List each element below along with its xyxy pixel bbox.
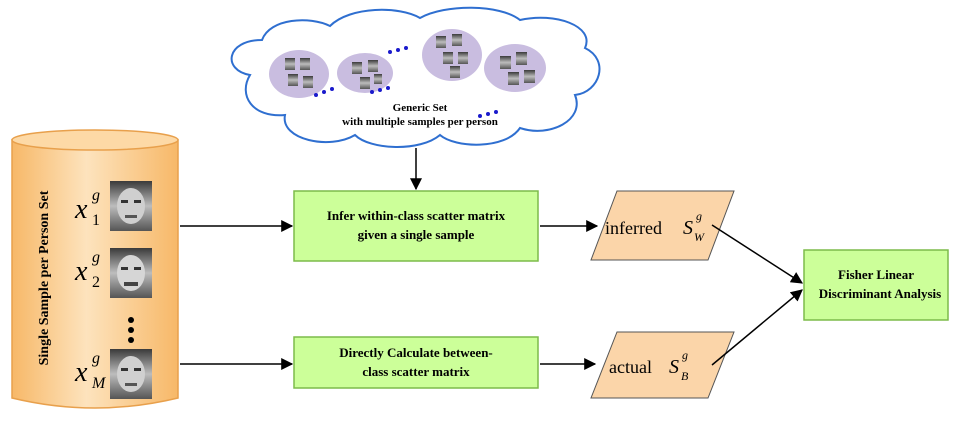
sample-variable-M: x g M <box>74 350 107 392</box>
svg-text:S: S <box>669 356 679 378</box>
fisher-text-2: Discriminant Analysis <box>818 286 942 301</box>
svg-text:W: W <box>694 230 705 244</box>
svg-text:M: M <box>91 375 107 392</box>
face-image <box>110 349 152 399</box>
generic-set-cloud <box>230 6 601 148</box>
fisher-lda-box <box>803 249 949 321</box>
svg-text:g: g <box>92 249 100 266</box>
svg-text:inferred: inferred <box>605 218 662 238</box>
between-class-box <box>293 336 539 389</box>
sample-variable-2: x g 2 <box>74 249 100 291</box>
actual-sb-shape <box>590 331 735 399</box>
svg-text:g: g <box>92 350 100 367</box>
svg-text:x: x <box>74 194 88 225</box>
svg-text:B: B <box>681 369 689 383</box>
within-class-text-1: Infer within-class scatter matrix <box>326 208 506 223</box>
inferred-sw-shape <box>590 190 735 261</box>
svg-text:x: x <box>74 357 88 388</box>
between-class-text-2: class scatter matrix <box>362 364 470 379</box>
svg-text:2: 2 <box>92 274 100 291</box>
arrow-inferred-to-fisher <box>711 224 804 284</box>
svg-text:g: g <box>92 187 100 204</box>
face-image <box>110 181 152 231</box>
face-group-blob <box>269 50 329 98</box>
within-class-text-2: given a single sample <box>357 227 475 242</box>
svg-text:1: 1 <box>92 212 100 229</box>
face-image <box>110 248 152 298</box>
cylinder-label: Single Sample per Person Set <box>37 190 52 365</box>
svg-text:g: g <box>696 209 702 223</box>
between-class-text-1: Directly Calculate between- <box>339 345 493 360</box>
within-class-box <box>293 190 539 262</box>
vertical-ellipsis <box>128 317 134 343</box>
sample-variable-1: x g 1 <box>74 187 100 229</box>
inferred-sw-label: inferred S g W <box>605 209 705 244</box>
cloud-subtitle: with multiple samples per person <box>342 116 498 128</box>
ellipsis-dots <box>314 46 498 118</box>
svg-text:actual: actual <box>609 357 652 377</box>
svg-text:g: g <box>682 348 688 362</box>
cloud-title: Generic Set <box>392 102 448 114</box>
fisher-text-1: Fisher Linear <box>838 267 914 282</box>
arrow-actual-to-fisher <box>711 289 803 366</box>
actual-sb-label: actual S g B <box>609 348 689 383</box>
svg-text:S: S <box>683 217 693 239</box>
svg-text:x: x <box>74 256 88 287</box>
